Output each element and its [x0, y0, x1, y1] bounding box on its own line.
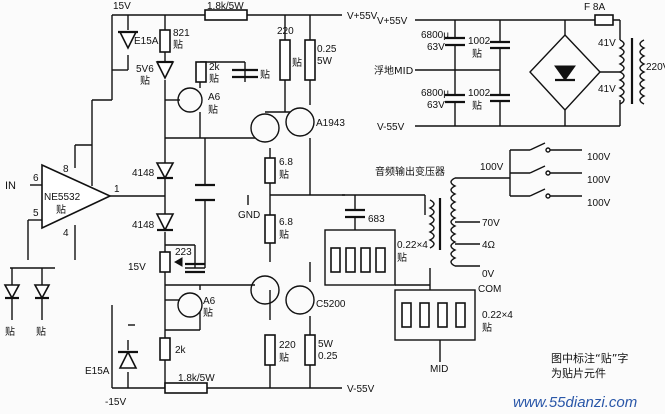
label-res-bank-bot: 0.22×4: [482, 310, 513, 321]
label-a6-top-tie: 贴: [208, 103, 218, 116]
label-minus55-out: V-55V: [347, 384, 375, 395]
watermark: www.55dianzi.com: [513, 394, 637, 411]
label-ps-c1002-a-tie: 贴: [472, 47, 482, 60]
label-op-name: NE5532: [44, 192, 81, 203]
label-a6-bot: A6: [203, 296, 216, 307]
label-ps-minus55: V-55V: [377, 122, 405, 133]
label-v15-mid: 15V: [128, 262, 146, 273]
label-tap-100v: 100V: [480, 162, 504, 173]
label-led-tie-b: 贴: [36, 325, 46, 338]
text-labels: 15V 1.8k/5W V+55V E15A 821 贴 5V6 贴 2k 贴 …: [5, 1, 665, 411]
label-r220-bot-tie: 贴: [279, 351, 289, 364]
label-com: COM: [478, 284, 501, 295]
label-r025-top: 0.25: [317, 44, 337, 55]
label-r-bot: 1.8k/5W: [178, 373, 215, 384]
label-op-pin5: 5: [33, 208, 39, 219]
label-r2k-top: 2k: [209, 62, 221, 73]
label-ps-c6800-b-v: 63V: [427, 100, 445, 111]
label-res-bank-bot-tie: 贴: [482, 321, 492, 334]
label-r68-bot-tie: 贴: [279, 228, 289, 241]
label-bot-supply: -15V: [105, 397, 126, 408]
note-line2: 为贴片元件: [551, 366, 606, 380]
label-op-pin6: 6: [33, 173, 39, 184]
note-line1: 图中标注“贴”字: [551, 351, 628, 365]
label-r821-tie: 贴: [173, 38, 183, 51]
label-r223: 223: [175, 247, 192, 258]
label-r025-top-w: 5W: [317, 56, 333, 67]
power-supply-section: [415, 14, 646, 127]
label-q-bot: C5200: [316, 299, 346, 310]
label-r68-top-tie: 贴: [279, 168, 289, 181]
label-d5v6-tie: 贴: [140, 74, 150, 87]
label-r220-bot: 220: [279, 340, 296, 351]
label-op-tie: 贴: [56, 203, 66, 216]
label-res-bank-top: 0.22×4: [397, 240, 428, 251]
label-r2k-bot: 2k: [175, 345, 187, 356]
label-d5v6: 5V6: [136, 64, 154, 75]
label-c683: 683: [368, 214, 385, 225]
label-r68-bot: 6.8: [279, 217, 293, 228]
label-r-top: 1.8k/5W: [207, 1, 244, 12]
label-ps-float: 浮地MID: [374, 64, 414, 77]
label-r220-top: 220: [277, 26, 294, 37]
label-in: IN: [5, 180, 16, 192]
label-tap-70v: 70V: [482, 218, 500, 229]
label-a6-bot-tie: 贴: [203, 306, 213, 319]
label-d4148-b: 4148: [132, 220, 155, 231]
label-a6-top: A6: [208, 92, 221, 103]
label-tr-41v-a: 41V: [598, 38, 616, 49]
label-z-top: E15A: [134, 36, 159, 47]
label-xfmr-title: 音频输出变压器: [375, 165, 445, 178]
label-d4148-a: 4148: [132, 168, 155, 179]
label-tap-0v: 0V: [482, 269, 495, 280]
label-ps-c6800-a-v: 63V: [427, 42, 445, 53]
label-sw-100v-a: 100V: [587, 152, 611, 163]
label-plus55-out: V+55V: [347, 11, 378, 22]
label-r68-top: 6.8: [279, 157, 293, 168]
label-fuse: F 8A: [584, 2, 605, 13]
label-led-tie-a: 贴: [5, 325, 15, 338]
label-tr-41v-b: 41V: [598, 84, 616, 95]
label-sw-100v-b: 100V: [587, 175, 611, 186]
label-tap-4ohm: 4Ω: [482, 240, 496, 251]
label-r220-top-tie: 贴: [292, 56, 302, 69]
label-z-bot: E15A: [85, 366, 110, 377]
label-ps-c1002-b-tie: 贴: [472, 99, 482, 112]
label-r2k-top-tie: 贴: [209, 72, 219, 85]
label-r5w-bot: 5W: [318, 339, 334, 350]
label-res-bank-top-tie: 贴: [397, 251, 407, 264]
label-mid: MID: [430, 364, 448, 375]
label-ps-c6800-b: 6800μ: [421, 88, 449, 99]
label-ps-c1002-a: 1002: [468, 36, 491, 47]
label-ps-plus55: V+55V: [377, 16, 408, 27]
label-r821: 821: [173, 28, 190, 39]
label-op-pin1: 1: [114, 184, 120, 195]
label-q-top: A1943: [316, 118, 345, 129]
label-tr-220v: 220V: [646, 62, 665, 73]
label-gnd: GND: [238, 210, 260, 221]
output-section: [324, 142, 582, 362]
label-op-pin8: 8: [63, 164, 69, 175]
amp-components: [3, 9, 316, 394]
label-sw-100v-c: 100V: [587, 198, 611, 209]
label-cap-top-tie: 贴: [260, 68, 270, 81]
label-op-pin4: 4: [63, 228, 69, 239]
label-ps-c1002-b: 1002: [468, 88, 491, 99]
label-top-supply: 15V: [113, 1, 131, 12]
label-r025-bot: 0.25: [318, 351, 338, 362]
label-ps-c6800-a: 6800μ: [421, 30, 449, 41]
amp-wiring: [10, 14, 345, 389]
